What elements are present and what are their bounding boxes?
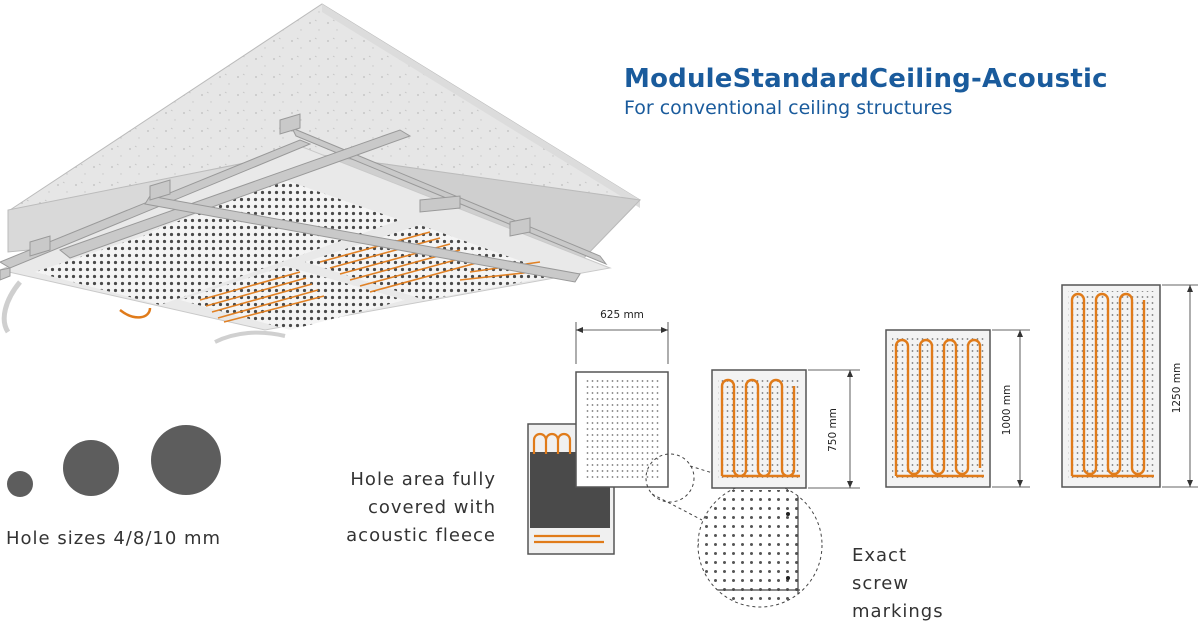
height-1000-label: 1000 mm <box>1001 385 1013 436</box>
module-1000 <box>885 329 1030 488</box>
width-dimension-label: 625 mm <box>600 309 644 321</box>
fleece-callout: Hole area fully covered with acoustic fl… <box>346 469 496 546</box>
hole-10mm-circle <box>151 425 221 495</box>
height-750-label: 750 mm <box>827 408 839 452</box>
hole-4mm-circle <box>7 471 33 497</box>
ceiling-illustration <box>0 3 642 344</box>
screw-marking-magnifier <box>645 453 823 608</box>
screw-callout: Exact screw markings <box>852 545 944 622</box>
width-dimension <box>575 322 669 364</box>
page-title: ModuleStandardCeiling-Acoustic <box>624 64 1108 94</box>
height-1250-label: 1250 mm <box>1171 363 1183 414</box>
hole-8mm-circle <box>63 440 119 496</box>
perforated-panel <box>575 371 669 488</box>
page-subtitle: For conventional ceiling structures <box>624 97 953 119</box>
module-1250 <box>1061 284 1198 488</box>
module-750 <box>711 369 860 489</box>
hole-sizes-label: Hole sizes 4/8/10 mm <box>6 528 222 549</box>
